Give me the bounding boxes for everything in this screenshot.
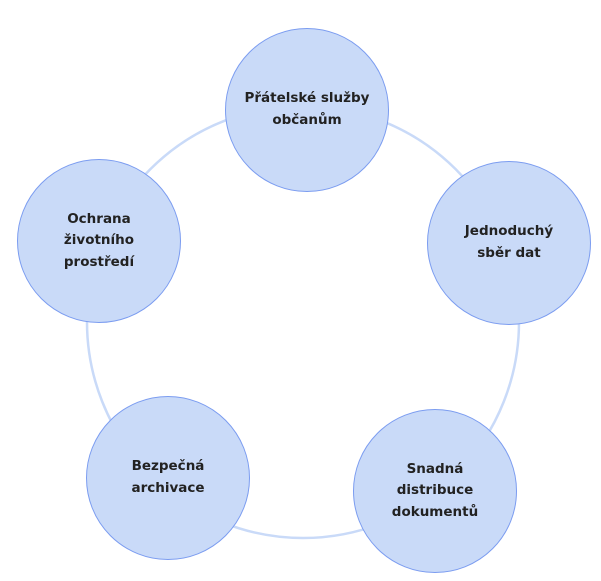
- node-label: Jednoduchý sběr dat: [464, 223, 554, 261]
- node-citizen-services: Přátelské služby občanům: [225, 28, 389, 192]
- node-label: Přátelské služby občanům: [244, 90, 370, 128]
- node-label: Bezpečná archivace: [131, 458, 205, 496]
- node-document-distribution: Snadná distribuce dokumentů: [353, 409, 517, 573]
- node-environment-protection: Ochrana životního prostředí: [17, 159, 181, 323]
- node-secure-archiving: Bezpečná archivace: [86, 396, 250, 560]
- node-data-collection: Jednoduchý sběr dat: [427, 161, 591, 325]
- node-label: Snadná distribuce dokumentů: [391, 460, 479, 520]
- node-label: Ochrana životního prostředí: [63, 210, 135, 270]
